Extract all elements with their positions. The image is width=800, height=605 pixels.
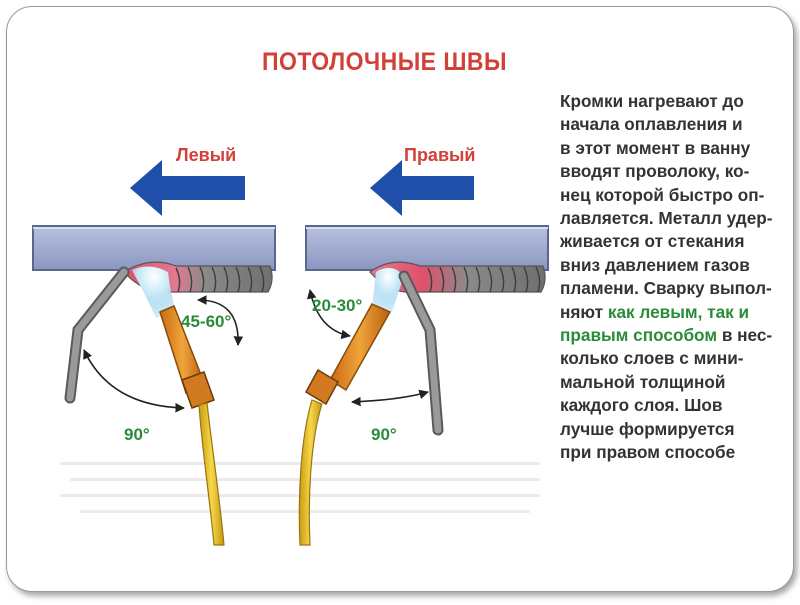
description-line: нец которой быстро оп- (560, 184, 765, 205)
right-torch (298, 303, 392, 546)
description-line: пламени. Сварку выпол- (560, 278, 772, 299)
description-line: лавляется. Металл удер- (560, 208, 773, 229)
description-line: колько слоев с мини- (560, 348, 744, 369)
left-method-arrow (130, 160, 245, 216)
right-method-arrow (370, 160, 474, 216)
left-flame (132, 266, 176, 318)
description-line: правым способом в нес- (560, 324, 782, 347)
highlight-methods-text: как левым, так и (607, 301, 750, 322)
left-method-label: Левый (176, 145, 237, 165)
right-plate (305, 225, 549, 271)
description-line: лучше формируется (560, 418, 735, 439)
description-line: Кромки нагревают до (560, 91, 744, 111)
description-text: Кромки нагревают до начала оплавления и … (560, 90, 782, 465)
description-line: каждого слоя. Шов (560, 395, 723, 416)
right-angle-arcs (306, 289, 429, 407)
description-line: при правом способе (560, 442, 736, 463)
slide-frame (6, 6, 794, 592)
left-angle-arcs (83, 295, 244, 413)
right-flame (372, 267, 404, 312)
left-filler-rod (64, 266, 130, 404)
description-line: в этот момент в ванну (560, 137, 751, 158)
right-rod-angle-label: 90° (371, 425, 397, 444)
description-line: вводят проволоку, ко- (560, 161, 750, 182)
left-rod-angle-label: 90° (124, 425, 150, 444)
right-torch-angle-label: 20-30° (312, 296, 363, 315)
description-fragment: няют (560, 301, 608, 322)
highlight-right-method-text: правым способом (560, 325, 718, 346)
description-fragment: в нес- (717, 325, 773, 346)
description-line: начала оплавления и (560, 114, 743, 135)
description-line: мальной толщиной (560, 371, 726, 392)
diagram-title: ПОТОЛОЧНЫЕ ШВЫ (262, 48, 507, 76)
description-line: вниз давлением газов (560, 254, 750, 275)
description-line: живается от стекания (560, 231, 745, 252)
description-line: няют как левым, так и (560, 301, 782, 324)
right-method-label: Правый (404, 145, 476, 165)
right-filler-rod (398, 270, 444, 436)
left-torch (159, 305, 225, 546)
left-torch-angle-label: 45-60° (181, 312, 232, 331)
